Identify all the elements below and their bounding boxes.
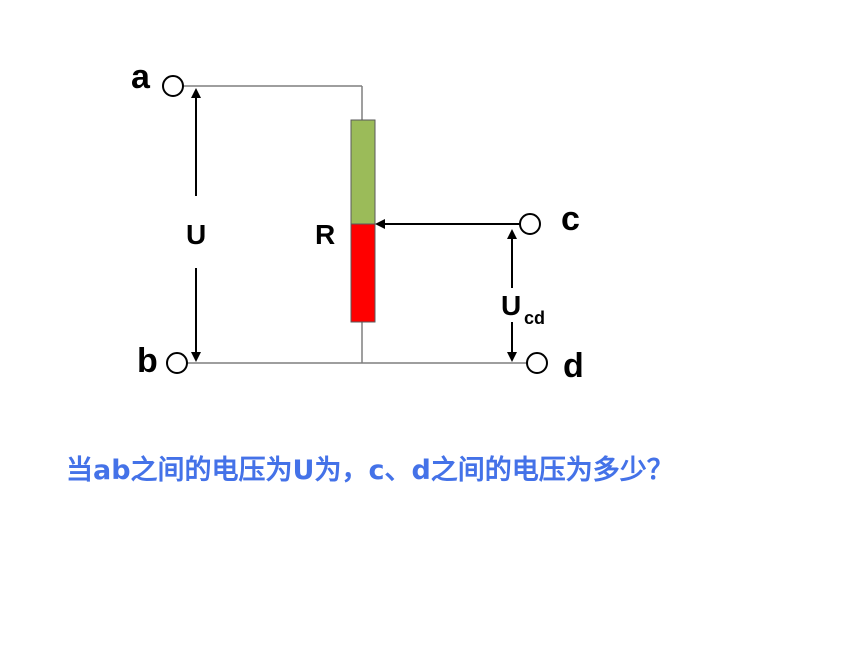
output-voltage-label: U xyxy=(501,290,521,321)
terminal-b-label: b xyxy=(137,342,158,380)
terminal-a-label: a xyxy=(131,58,151,96)
terminal-c-label: c xyxy=(561,200,580,238)
terminal-c xyxy=(519,213,541,235)
terminal-d xyxy=(526,352,548,374)
output-voltage-subscript: cd xyxy=(524,308,545,328)
question-text: 当ab之间的电压为U为，c、d之间的电压为多少？ xyxy=(66,455,674,486)
resistor-upper-section xyxy=(350,119,376,225)
terminal-d-label: d xyxy=(563,347,584,385)
terminal-a xyxy=(162,75,184,97)
input-voltage-label: U xyxy=(186,219,206,250)
resistor-lower-section xyxy=(350,223,376,323)
resistor-label: R xyxy=(315,219,335,250)
terminal-b xyxy=(166,352,188,374)
